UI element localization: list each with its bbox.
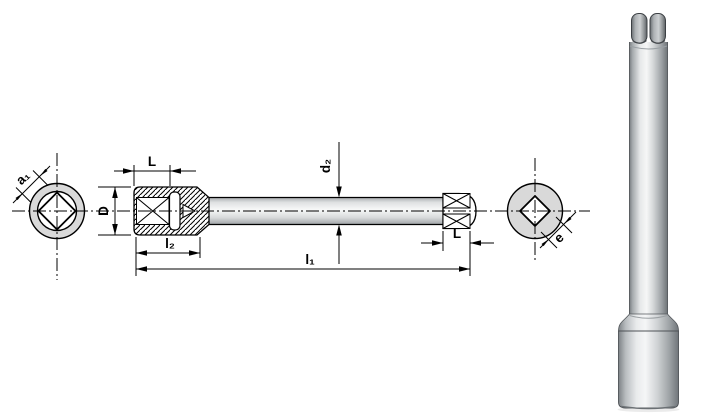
- dim-L-top: L: [114, 154, 196, 186]
- d2-arrowhead: [336, 186, 342, 198]
- L-top-arrowhead: [123, 168, 134, 174]
- end-view-left: a₁: [12, 153, 86, 280]
- tool-head-bottom-edge: [620, 405, 677, 410]
- D-arrowhead: [112, 187, 118, 198]
- tool-neck-taper: [618, 313, 679, 332]
- dim-label-L-right: L: [453, 226, 461, 241]
- square-hole-cross: [136, 197, 170, 225]
- l1-arrowhead: [459, 266, 470, 272]
- tool-shaft-shoulder-line: [629, 45, 668, 50]
- e-arrowhead: [564, 216, 572, 224]
- L-top-arrowhead: [170, 168, 181, 174]
- L-right-arrowhead: [470, 240, 481, 246]
- l1-arrowhead: [136, 266, 147, 272]
- L-right-arrowhead: [432, 240, 443, 246]
- drive-lobe-left: [631, 13, 648, 44]
- dim-label-d2: d₂: [318, 159, 333, 173]
- dim-label-a1: a₁: [13, 168, 33, 188]
- drive-tip-upper-cross: [442, 193, 471, 209]
- dim-label-L-top: L: [148, 154, 156, 169]
- a1-arrowhead: [15, 193, 23, 201]
- l2-arrowhead: [189, 250, 200, 256]
- drive-tip-lower-cross: [442, 213, 471, 229]
- drive-lobe-left-rim: [632, 40, 647, 44]
- dim-label-e: e: [551, 230, 567, 246]
- L-top-extension-lines: [133, 165, 171, 186]
- shaft-outline: [209, 196, 443, 226]
- dim-label-l2: l₂: [165, 236, 175, 251]
- tool-head: [618, 330, 679, 409]
- e-extension-line: [540, 231, 558, 249]
- drive-lobe-right-rim: [650, 40, 666, 44]
- dim-l1: l₁: [136, 252, 470, 272]
- D-arrowhead: [112, 224, 118, 235]
- end-view-right: e: [506, 158, 577, 262]
- e-arrowhead: [541, 239, 549, 247]
- d2-arrowhead: [336, 224, 342, 236]
- photo-render: [617, 13, 680, 413]
- l2-arrowhead: [136, 250, 147, 256]
- tool-shaft-edges: [629, 42, 668, 316]
- a1-extension-line: [32, 170, 49, 186]
- side-view: L D d₂ L: [96, 142, 494, 276]
- dim-label-l1: l₁: [305, 252, 315, 267]
- tool-neck-line: [629, 315, 668, 319]
- drive-lobe-right: [649, 13, 666, 44]
- dim-d2: d₂: [318, 142, 342, 264]
- e-extension-line: [555, 216, 573, 234]
- a1-arrowhead: [40, 168, 48, 176]
- a1-extension-line: [15, 187, 32, 203]
- tool-shaft: [629, 42, 668, 316]
